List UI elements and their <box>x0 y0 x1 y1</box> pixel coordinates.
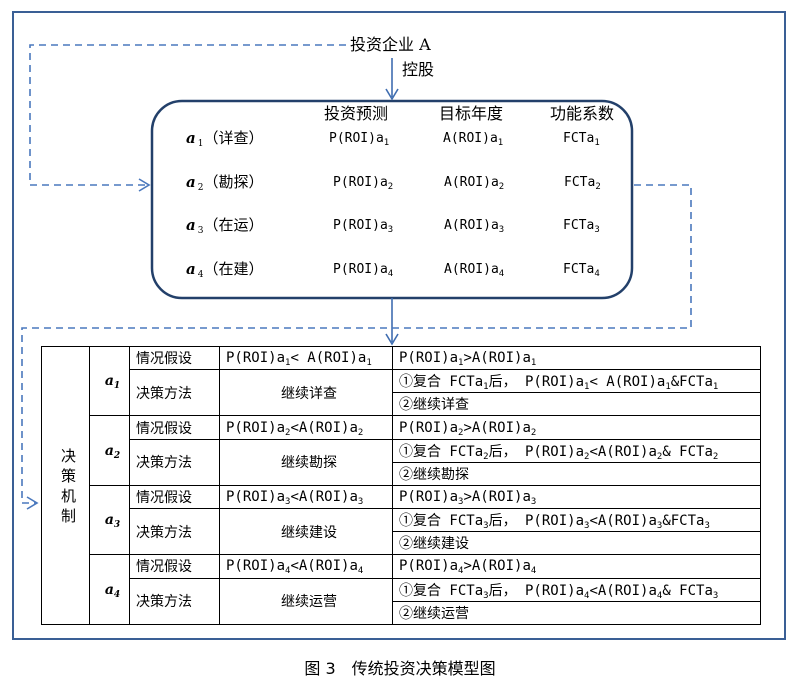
project-forecast-value: P(ROI)a3 <box>333 218 394 235</box>
decision-variable: a1 <box>89 345 130 417</box>
hypothesis-label: 情况假设 <box>129 554 220 579</box>
condition-less: P(ROI)a3<A(ROI)a3 <box>219 484 393 510</box>
column-header-forecast: 投资预测 <box>324 104 389 123</box>
method-label: 决策方法 <box>129 508 220 556</box>
outer-frame <box>12 11 786 640</box>
holding-arrowhead <box>385 88 399 101</box>
continue-action-alt: ②继续运营 <box>392 600 761 626</box>
condition-greater: P(ROI)a4>A(ROI)a4 <box>392 554 761 579</box>
continue-action-alt: ②继续勘探 <box>392 461 761 486</box>
column-header-target: 目标年度 <box>439 104 504 123</box>
investor-dashed-arrowhead <box>138 178 151 192</box>
continue-action: 继续勘探 <box>219 438 393 486</box>
review-action: ①复合 FCTa2后， P(ROI)a2<A(ROI)a2& FCTa2 <box>392 438 761 463</box>
condition-less: P(ROI)a2<A(ROI)a2 <box>219 415 393 440</box>
project-forecast-value: P(ROI)a4 <box>333 262 394 279</box>
figure-caption: 图 3 传统投资决策模型图 <box>304 659 496 678</box>
continue-action-alt: ②继续建设 <box>392 531 761 556</box>
project-forecast-value: P(ROI)a1 <box>329 131 390 148</box>
investor-dashed-line <box>29 44 346 186</box>
review-action: ①复合 FCTa1后， P(ROI)a1< A(ROI)a1&FCTa1 <box>392 369 761 394</box>
box-to-table-arrowhead <box>385 333 399 346</box>
review-action: ①复合 FCTa3后， P(ROI)a4<A(ROI)a4& FCTa3 <box>392 577 761 602</box>
continue-action: 继续建设 <box>219 508 393 556</box>
hypothesis-label: 情况假设 <box>129 345 220 371</box>
condition-less: P(ROI)a1< A(ROI)a1 <box>219 345 393 371</box>
project-forecast-value: P(ROI)a2 <box>333 175 394 192</box>
method-label: 决策方法 <box>129 438 220 486</box>
column-header-coefficient: 功能系数 <box>550 104 615 123</box>
project-target-value: A(ROI)a4 <box>444 262 505 279</box>
condition-greater: P(ROI)a3>A(ROI)a3 <box>392 484 761 510</box>
continue-action: 继续运营 <box>219 577 393 626</box>
feedback-dashed-line <box>21 184 692 504</box>
review-action: ①复合 FCTa3后， P(ROI)a3<A(ROI)a3&FCTa3 <box>392 508 761 533</box>
decision-table: 决策机制 a1 情况假设 P(ROI)a1< A(ROI)a1 P(ROI)a1… <box>41 345 761 626</box>
decision-variable: a3 <box>89 484 130 556</box>
method-label: 决策方法 <box>129 577 220 626</box>
condition-greater: P(ROI)a2>A(ROI)a2 <box>392 415 761 440</box>
investor-label: 投资企业 A <box>350 35 431 54</box>
continue-action-alt: ②继续详查 <box>392 392 761 417</box>
continue-action: 继续详查 <box>219 369 393 417</box>
project-target-value: A(ROI)a3 <box>444 218 505 235</box>
project-coefficient-value: FCTa4 <box>563 262 600 279</box>
condition-less: P(ROI)a4<A(ROI)a4 <box>219 554 393 579</box>
decision-mechanism-cell: 决策机制 <box>41 346 90 625</box>
hypothesis-label: 情况假设 <box>129 415 220 440</box>
project-coefficient-value: FCTa3 <box>563 218 600 235</box>
project-coefficient-value: FCTa2 <box>564 175 601 192</box>
holding-label: 控股 <box>402 60 435 79</box>
project-coefficient-value: FCTa1 <box>563 131 600 148</box>
decision-variable: a2 <box>89 415 130 486</box>
decision-variable: a4 <box>89 554 130 625</box>
hypothesis-label: 情况假设 <box>129 484 220 510</box>
feedback-dashed-arrowhead <box>26 496 39 510</box>
project-target-value: A(ROI)a2 <box>444 175 505 192</box>
project-target-value: A(ROI)a1 <box>443 131 504 148</box>
method-label: 决策方法 <box>129 369 220 417</box>
condition-greater: P(ROI)a1>A(ROI)a1 <box>392 345 761 371</box>
